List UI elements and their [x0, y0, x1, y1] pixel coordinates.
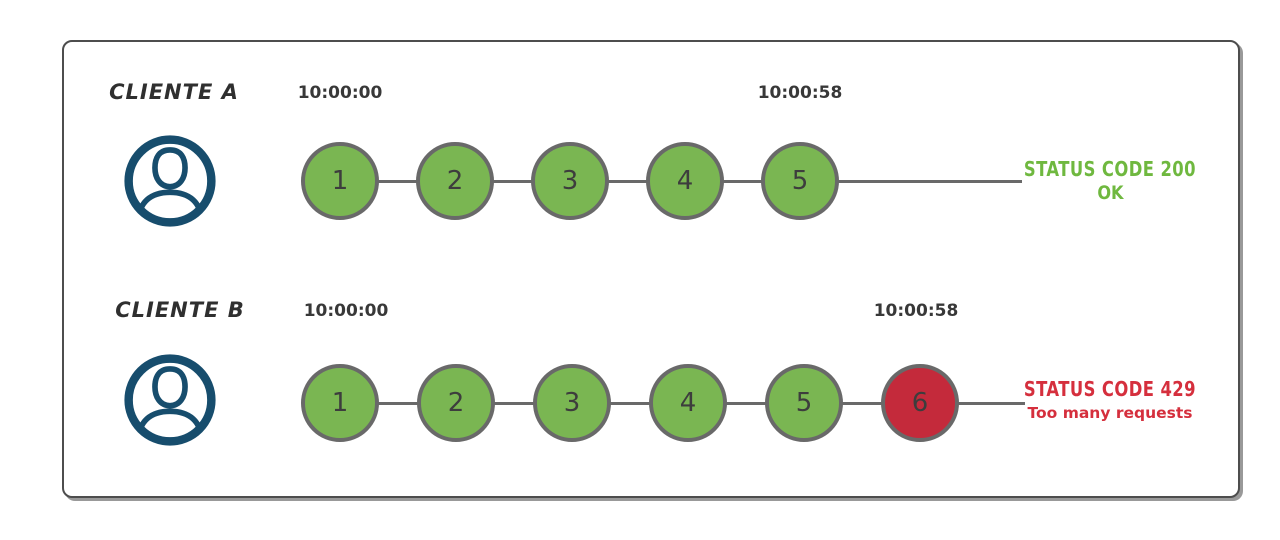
row-b-status: STATUS CODE 429 Too many requests: [1005, 378, 1215, 424]
request-number: 3: [561, 166, 579, 196]
user-avatar-icon: [123, 134, 217, 228]
request-number: 6: [911, 388, 929, 418]
request-circle: 1: [301, 142, 379, 220]
request-number: 4: [679, 388, 697, 418]
row-a-end-timestamp: 10:00:58: [757, 83, 843, 103]
row-a-status: STATUS CODE 200 OK: [1005, 158, 1215, 205]
request-circle: 4: [649, 364, 727, 442]
request-circle: 4: [646, 142, 724, 220]
request-number: 2: [446, 166, 464, 196]
request-circle: 2: [417, 364, 495, 442]
request-circle: 5: [765, 364, 843, 442]
user-avatar-icon: [123, 353, 217, 447]
row-b-start-timestamp: 10:00:00: [303, 301, 389, 321]
row-a-start-timestamp: 10:00:00: [297, 83, 383, 103]
request-number: 3: [563, 388, 581, 418]
client-a-label: CLIENTE A: [109, 80, 239, 104]
request-circle: 3: [533, 364, 611, 442]
status-message-text: OK: [1096, 182, 1124, 204]
request-circle: 2: [416, 142, 494, 220]
status-code-text: STATUS CODE 429: [1023, 377, 1197, 401]
request-number: 5: [791, 166, 809, 196]
request-number: 2: [447, 388, 465, 418]
diagram-frame: [62, 40, 1240, 498]
request-circle: 1: [301, 364, 379, 442]
status-message-text: Too many requests: [1027, 404, 1193, 422]
request-circle-blocked: 6: [881, 364, 959, 442]
request-number: 5: [795, 388, 813, 418]
client-b-label: CLIENTE B: [115, 298, 245, 322]
request-number: 4: [676, 166, 694, 196]
request-number: 1: [331, 166, 349, 196]
request-circle: 3: [531, 142, 609, 220]
row-b-end-timestamp: 10:00:58: [873, 301, 959, 321]
request-number: 1: [331, 388, 349, 418]
status-code-text: STATUS CODE 200: [1023, 157, 1197, 181]
request-circle: 5: [761, 142, 839, 220]
